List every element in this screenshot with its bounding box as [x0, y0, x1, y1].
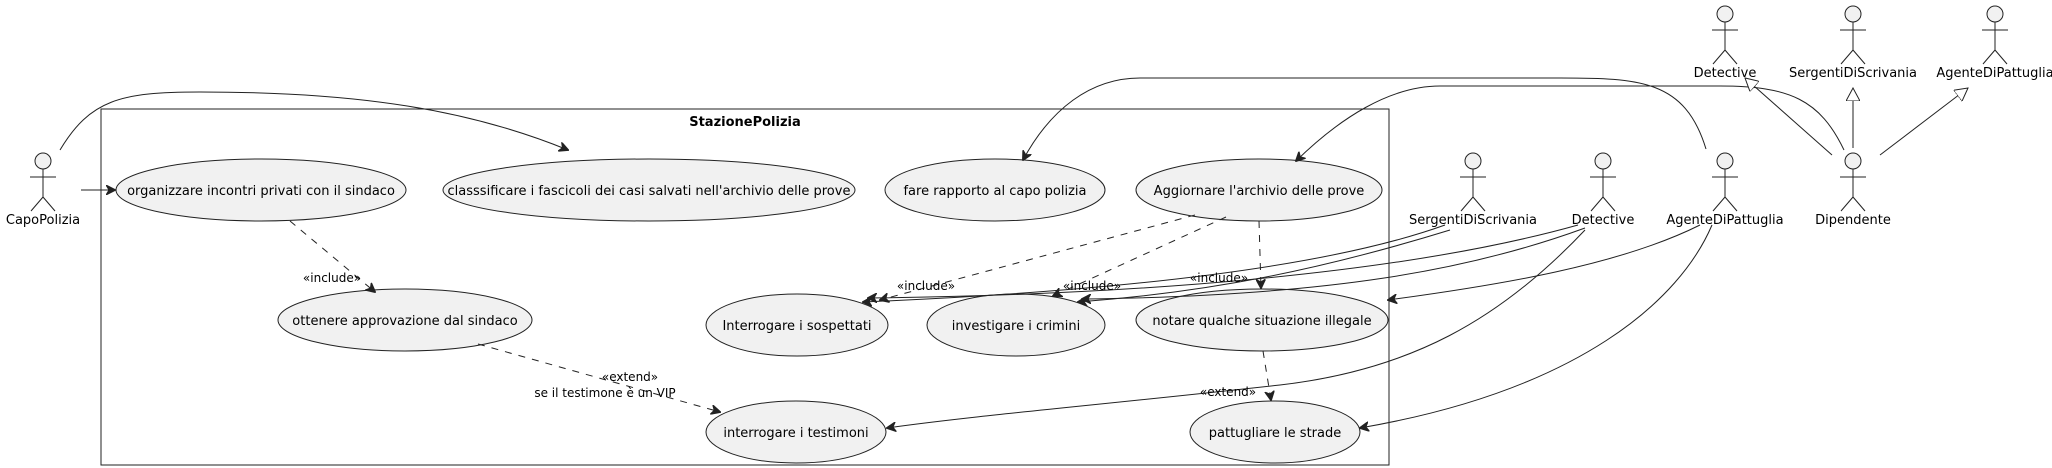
actor-agente-top[interactable]: AgenteDiPattuglia: [1936, 5, 2052, 81]
use-case-classificare[interactable]: classsificare i fascicoli dei casi salva…: [442, 158, 856, 222]
label-include-sospettati: «include»: [897, 279, 955, 293]
label-extend-condition: se il testimone è un VIP: [534, 386, 675, 400]
actor-detective[interactable]: Detective: [1572, 152, 1635, 228]
assoc-sergenti-sospettati: [863, 224, 1446, 302]
assoc-agente-notare: [1388, 224, 1701, 300]
actor-label: SergentiDiScrivania: [1789, 66, 1917, 81]
label-include-notare: «include»: [1190, 271, 1248, 285]
actor-sergenti[interactable]: SergentiDiScrivania: [1409, 152, 1537, 228]
use-case-label: classsificare i fascicoli dei casi salva…: [448, 184, 851, 199]
use-case-label: notare qualche situazione illegale: [1152, 314, 1371, 329]
actor-sergenti-top[interactable]: SergentiDiScrivania: [1789, 5, 1917, 81]
actor-label: CapoPolizia: [6, 213, 80, 228]
use-case-interrogare-sospettati[interactable]: Interrogare i sospettati: [705, 293, 889, 357]
label-extend-testimoni: «extend»: [602, 370, 658, 384]
use-case-approvazione[interactable]: ottenere approvazione dal sindaco: [277, 288, 533, 352]
assoc-dipendente-aggiornare: [1296, 85, 1845, 161]
actor-label: AgenteDiPattuglia: [1666, 213, 1783, 228]
actor-label: Detective: [1572, 213, 1635, 228]
actor-label: SergentiDiScrivania: [1409, 213, 1537, 228]
assoc-agente-rapporto: [1023, 77, 1707, 160]
actor-label: Detective: [1694, 66, 1757, 81]
system-boundary: [100, 108, 1390, 466]
gen-dipendente-detective: [1745, 78, 1833, 156]
use-case-label: Aggiornare l'archivio delle prove: [1154, 184, 1365, 199]
use-case-label: investigare i crimini: [952, 319, 1080, 334]
assoc-agente-pattugliare: [1360, 224, 1713, 428]
dep-extend-testimoni: [477, 343, 720, 412]
use-case-label: organizzare incontri privati con il sind…: [127, 184, 395, 199]
actor-label: AgenteDiPattuglia: [1936, 66, 2052, 81]
label-include-approvazione: «include»: [303, 271, 361, 285]
actor-agente[interactable]: AgenteDiPattuglia: [1666, 152, 1784, 228]
actor-capo-polizia[interactable]: CapoPolizia: [6, 152, 80, 228]
use-case-organizzare[interactable]: organizzare incontri privati con il sind…: [115, 158, 407, 222]
assoc-detective-testimoni: [887, 229, 1586, 428]
actor-detective-top[interactable]: Detective: [1694, 5, 1757, 81]
label-include-investigare: «include»: [1063, 279, 1121, 293]
use-case-interrogare-testimoni[interactable]: interrogare i testimoni: [705, 400, 887, 464]
assoc-capo-classificare: [59, 91, 568, 150]
use-case-label: Interrogare i sospettati: [722, 319, 871, 334]
assoc-detective-investigare: [1082, 227, 1586, 299]
use-case-rapporto[interactable]: fare rapporto al capo polizia: [884, 158, 1106, 222]
dep-extend-pattugliare: [1262, 350, 1271, 400]
actor-dipendente[interactable]: Dipendente: [1815, 152, 1891, 228]
label-extend-pattugliare: «extend»: [1200, 385, 1256, 399]
use-case-label: pattugliare le strade: [1209, 426, 1341, 441]
system-title: StazionePolizia: [689, 115, 801, 130]
dep-include-notare: [1259, 220, 1261, 288]
use-case-label: fare rapporto al capo polizia: [903, 184, 1086, 199]
gen-dipendente-agente: [1879, 88, 1968, 156]
assoc-sergenti-investigare: [1078, 229, 1451, 302]
use-case-label: interrogare i testimoni: [723, 426, 868, 441]
use-case-investigare[interactable]: investigare i crimini: [926, 293, 1106, 357]
use-case-label: ottenere approvazione dal sindaco: [292, 314, 517, 329]
dep-include-sospettati: [880, 214, 1196, 300]
dep-include-approvazione: [289, 220, 375, 292]
use-case-notare[interactable]: notare qualche situazione illegale: [1135, 288, 1389, 352]
use-case-pattugliare[interactable]: pattugliare le strade: [1189, 400, 1361, 464]
dep-include-investigare: [1053, 216, 1227, 296]
actor-label: Dipendente: [1815, 213, 1891, 228]
use-case-aggiornare[interactable]: Aggiornare l'archivio delle prove: [1135, 158, 1383, 222]
